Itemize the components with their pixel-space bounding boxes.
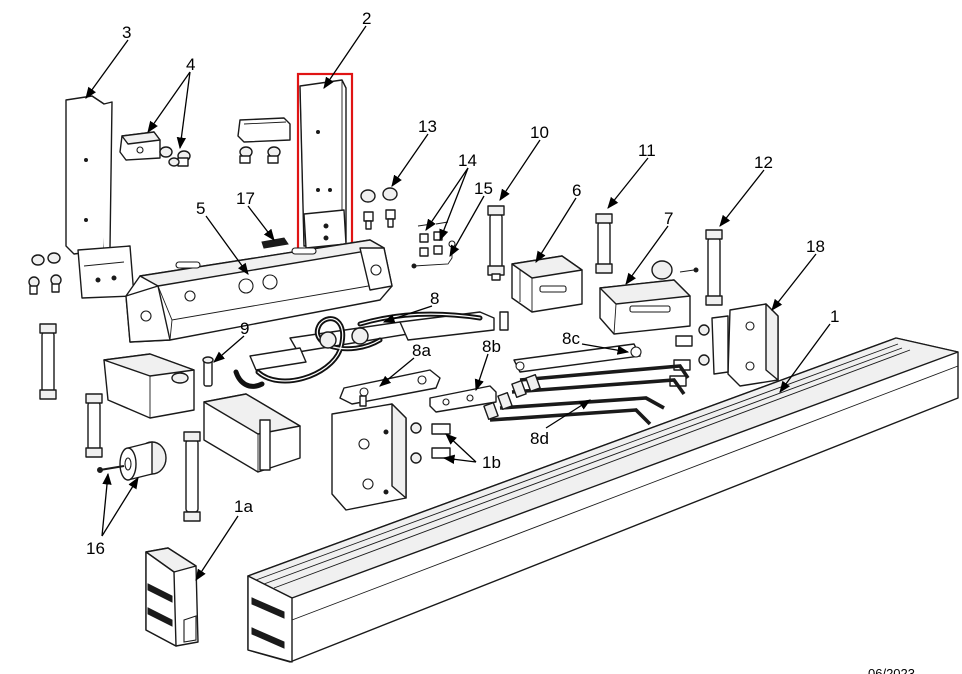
callout-3: 3 — [122, 23, 131, 42]
callout-labels: 3 4 2 13 14 15 10 11 12 6 7 18 5 17 8 8a… — [86, 9, 915, 674]
callout-8d: 8d — [530, 429, 549, 448]
callout-8b: 8b — [482, 337, 501, 356]
part-4-clamp-plate[interactable] — [119, 131, 191, 167]
callout-18: 18 — [806, 237, 825, 256]
callout-5: 5 — [196, 199, 205, 218]
part-17-shim[interactable] — [261, 237, 289, 249]
center-mount-plate — [331, 403, 407, 511]
part-16-roller[interactable] — [97, 441, 167, 481]
callout-1b: 1b — [482, 453, 501, 472]
left-support-bracket — [103, 353, 195, 419]
left-posts — [39, 323, 201, 522]
fastener-set-left — [28, 252, 62, 295]
part-15-wire-clip[interactable] — [411, 240, 456, 269]
leader-lines — [85, 25, 831, 581]
callout-17: 17 — [236, 189, 255, 208]
part-10-spacer-post[interactable] — [487, 205, 505, 281]
callout-10: 10 — [530, 123, 549, 142]
part-6-slide-bracket[interactable] — [511, 255, 583, 313]
part-7-bracket[interactable] — [599, 260, 699, 335]
callout-1: 1 — [830, 307, 839, 326]
callout-15: 15 — [474, 179, 493, 198]
hinge-plate-top — [237, 117, 291, 164]
callout-9: 9 — [240, 319, 249, 338]
callout-8c: 8c — [562, 329, 580, 348]
callout-8: 8 — [430, 289, 439, 308]
callout-16: 16 — [86, 539, 105, 558]
callout-4: 4 — [186, 55, 195, 74]
callout-6: 6 — [572, 181, 581, 200]
callout-13: 13 — [418, 117, 437, 136]
part-14-clips[interactable] — [417, 221, 449, 257]
part-5-crossmember[interactable] — [125, 239, 393, 343]
callout-1a: 1a — [234, 497, 253, 516]
part-9-pin[interactable] — [202, 356, 214, 387]
part-8c-cylinder[interactable] — [513, 343, 642, 373]
date-code: 06/2023 — [868, 666, 915, 674]
callout-12: 12 — [754, 153, 773, 172]
callout-8a: 8a — [412, 341, 431, 360]
part-8-actuator[interactable] — [233, 311, 509, 389]
callout-7: 7 — [664, 209, 673, 228]
part-1-running-board[interactable] — [247, 337, 959, 663]
part-8d-hoses[interactable] — [483, 364, 690, 426]
part-8b-manifold[interactable] — [429, 385, 497, 413]
part-18-mount-plate[interactable] — [698, 303, 779, 387]
part-1a-end-cap[interactable] — [145, 547, 199, 647]
part-1b-blocks[interactable] — [410, 422, 451, 464]
part-8a-link-arm[interactable] — [339, 369, 441, 407]
callout-14: 14 — [458, 151, 477, 170]
callout-11: 11 — [638, 141, 656, 160]
lower-support-block — [203, 393, 301, 473]
part-3-mount-bracket[interactable] — [65, 95, 135, 299]
part-13-bolts[interactable] — [360, 187, 398, 230]
part-12-spacer-post[interactable] — [705, 229, 723, 306]
part-2-vertical-bracket[interactable] — [299, 79, 347, 249]
callout-2: 2 — [362, 9, 371, 28]
part-11-spacer-post[interactable] — [595, 213, 613, 274]
